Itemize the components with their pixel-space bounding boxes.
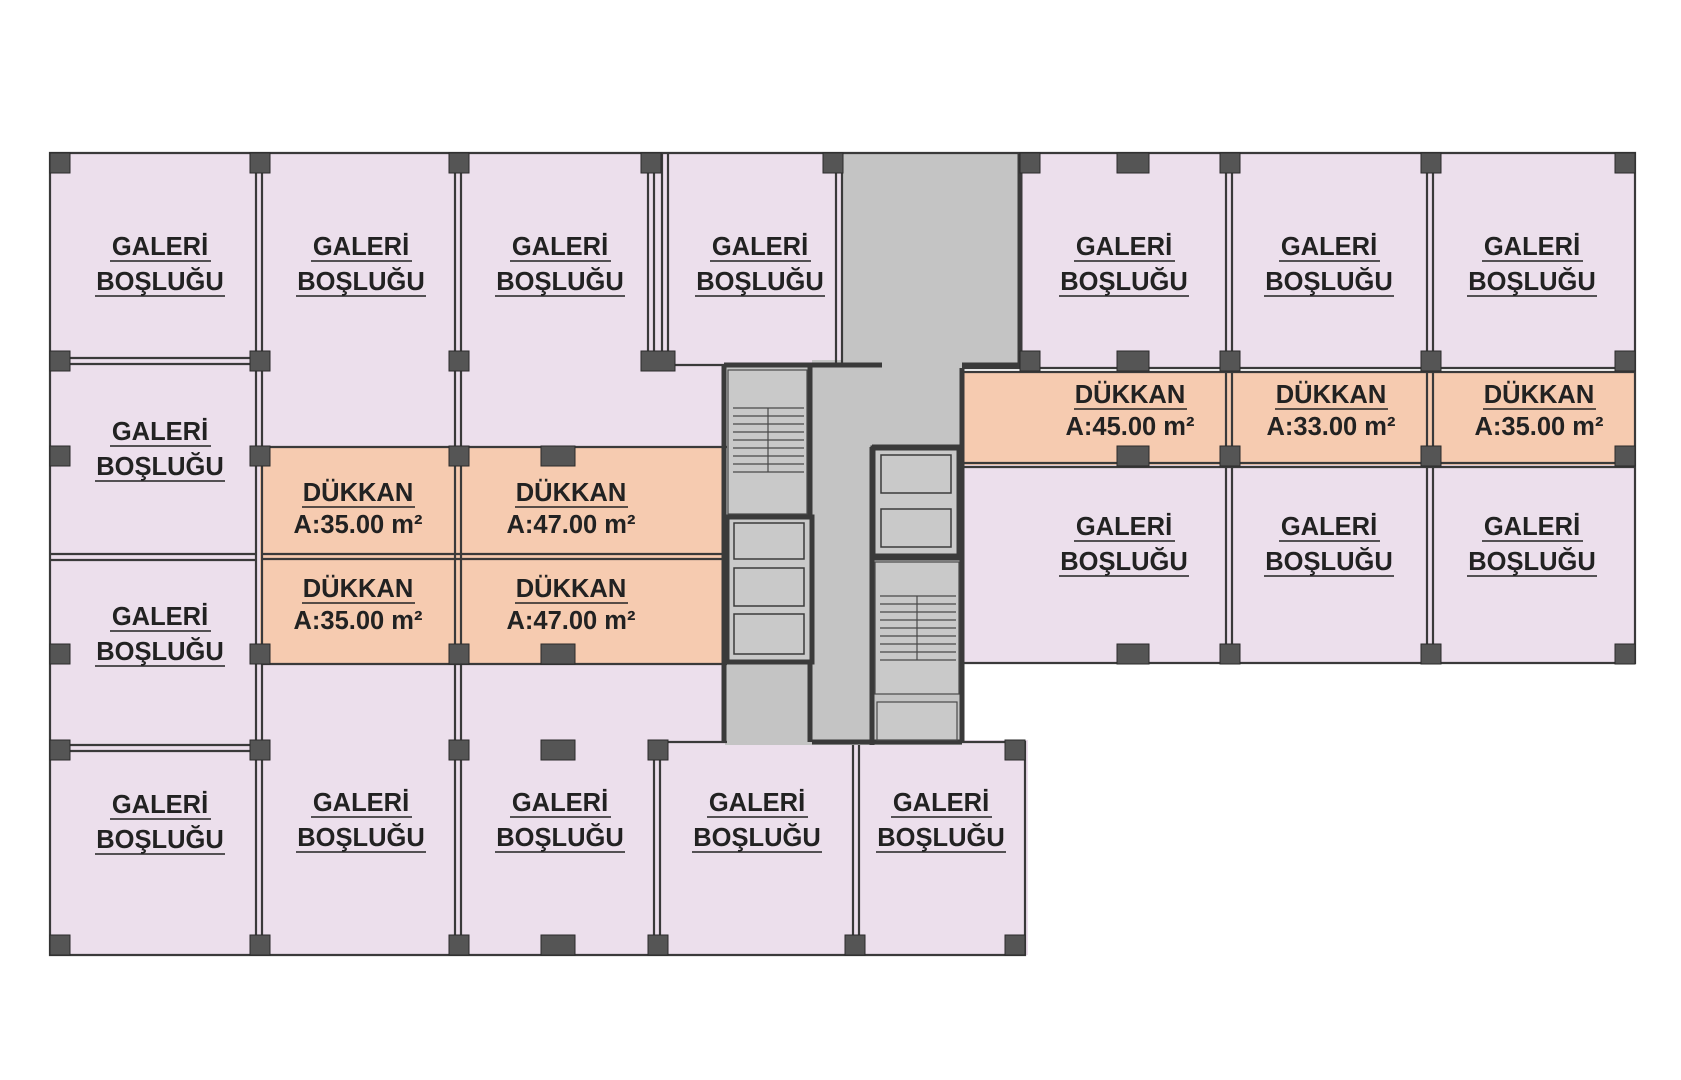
structural-columns <box>49 152 1636 956</box>
shop-area: A:35.00 m² <box>294 511 423 539</box>
shop-label: DÜKKAN A:45.00 m² <box>1066 380 1195 441</box>
gallery-label-line2: BOŞLUĞU <box>496 267 624 296</box>
gallery-label-line1: GALERİ <box>893 789 989 817</box>
shop-area: A:33.00 m² <box>1267 413 1396 441</box>
shop-label: DÜKKAN A:33.00 m² <box>1267 380 1396 441</box>
gallery-label-line1: GALERİ <box>112 791 208 819</box>
shop-name: DÜKKAN <box>303 478 414 507</box>
gallery-label-line2: BOŞLUĞU <box>297 267 425 296</box>
gallery-label: GALERİ BOŞLUĞU <box>1264 233 1394 297</box>
gallery-label-line1: GALERİ <box>112 603 208 631</box>
gallery-label-line2: BOŞLUĞU <box>297 823 425 852</box>
gallery-label-line1: GALERİ <box>709 789 805 817</box>
shop-label: DÜKKAN A:35.00 m² <box>1475 380 1604 441</box>
shop-label: DÜKKAN A:35.00 m² <box>294 574 423 635</box>
gallery-label-line2: BOŞLUĞU <box>1060 267 1188 296</box>
shop-name: DÜKKAN <box>516 478 627 507</box>
stair-south <box>874 561 960 741</box>
gallery-label: GALERİ BOŞLUĞU <box>296 789 426 853</box>
elevator-west <box>724 514 815 665</box>
gallery-label-line1: GALERİ <box>1281 233 1377 261</box>
gallery-label: GALERİ BOŞLUĞU <box>95 603 225 667</box>
shop-label: DÜKKAN A:47.00 m² <box>507 478 636 539</box>
gallery-label-line1: GALERİ <box>112 233 208 261</box>
shop-area: A:35.00 m² <box>1475 413 1604 441</box>
gallery-label: GALERİ BOŞLUĞU <box>1059 233 1189 297</box>
gallery-label-line1: GALERİ <box>1484 513 1580 541</box>
shop-name: DÜKKAN <box>1075 380 1186 409</box>
gallery-label-line1: GALERİ <box>1076 233 1172 261</box>
gallery-label-line2: BOŞLUĞU <box>496 823 624 852</box>
shop-fills <box>260 371 1635 664</box>
core-walls <box>721 153 1023 745</box>
gallery-label-line1: GALERİ <box>112 418 208 446</box>
gallery-label: GALERİ BOŞLUĞU <box>495 789 625 853</box>
gallery-label: GALERİ BOŞLUĞU <box>495 233 625 297</box>
gallery-label: GALERİ BOŞLUĞU <box>1467 233 1597 297</box>
shop-area: A:35.00 m² <box>294 607 423 635</box>
room-labels: GALERİ BOŞLUĞU GALERİ BOŞLUĞU GALERİ BOŞ… <box>95 233 1604 855</box>
gallery-label-line1: GALERİ <box>313 233 409 261</box>
shop-name: DÜKKAN <box>516 574 627 603</box>
gallery-label: GALERİ BOŞLUĞU <box>1264 513 1394 577</box>
shop-name: DÜKKAN <box>1484 380 1595 409</box>
gallery-label: GALERİ BOŞLUĞU <box>692 789 822 853</box>
stair-north <box>727 369 808 515</box>
gallery-label: GALERİ BOŞLUĞU <box>95 418 225 482</box>
gallery-label: GALERİ BOŞLUĞU <box>1467 513 1597 577</box>
gallery-label: GALERİ BOŞLUĞU <box>95 791 225 855</box>
gallery-label-line2: BOŞLUĞU <box>1468 547 1596 576</box>
gallery-label-line2: BOŞLUĞU <box>96 452 224 481</box>
gallery-label-line2: BOŞLUĞU <box>1468 267 1596 296</box>
gallery-label: GALERİ BOŞLUĞU <box>876 789 1006 853</box>
shop-area: A:47.00 m² <box>507 511 636 539</box>
shop-area: A:47.00 m² <box>507 607 636 635</box>
gallery-label-line1: GALERİ <box>512 789 608 817</box>
gallery-label-line2: BOŞLUĞU <box>1265 547 1393 576</box>
gallery-label: GALERİ BOŞLUĞU <box>296 233 426 297</box>
gallery-label-line1: GALERİ <box>1076 513 1172 541</box>
gallery-label-line2: BOŞLUĞU <box>1060 547 1188 576</box>
shop-name: DÜKKAN <box>1276 380 1387 409</box>
shop-label: DÜKKAN A:47.00 m² <box>507 574 636 635</box>
gallery-label-line2: BOŞLUĞU <box>1265 267 1393 296</box>
gallery-label-line1: GALERİ <box>1484 233 1580 261</box>
gallery-label-line2: BOŞLUĞU <box>96 637 224 666</box>
shop-label: DÜKKAN A:35.00 m² <box>294 478 423 539</box>
shop-name: DÜKKAN <box>303 574 414 603</box>
shop-area: A:45.00 m² <box>1066 413 1195 441</box>
gallery-label-line2: BOŞLUĞU <box>696 267 824 296</box>
gallery-label: GALERİ BOŞLUĞU <box>695 233 825 297</box>
gallery-label-line1: GALERİ <box>512 233 608 261</box>
gallery-label-line2: BOŞLUĞU <box>96 825 224 854</box>
gallery-label-line1: GALERİ <box>313 789 409 817</box>
elevator-east <box>870 445 962 559</box>
gallery-label-line2: BOŞLUĞU <box>693 823 821 852</box>
gallery-label: GALERİ BOŞLUĞU <box>95 233 225 297</box>
gallery-label-line1: GALERİ <box>1281 513 1377 541</box>
gallery-label-line2: BOŞLUĞU <box>96 267 224 296</box>
gallery-label-line1: GALERİ <box>712 233 808 261</box>
gallery-label-line2: BOŞLUĞU <box>877 823 1005 852</box>
gallery-label: GALERİ BOŞLUĞU <box>1059 513 1189 577</box>
